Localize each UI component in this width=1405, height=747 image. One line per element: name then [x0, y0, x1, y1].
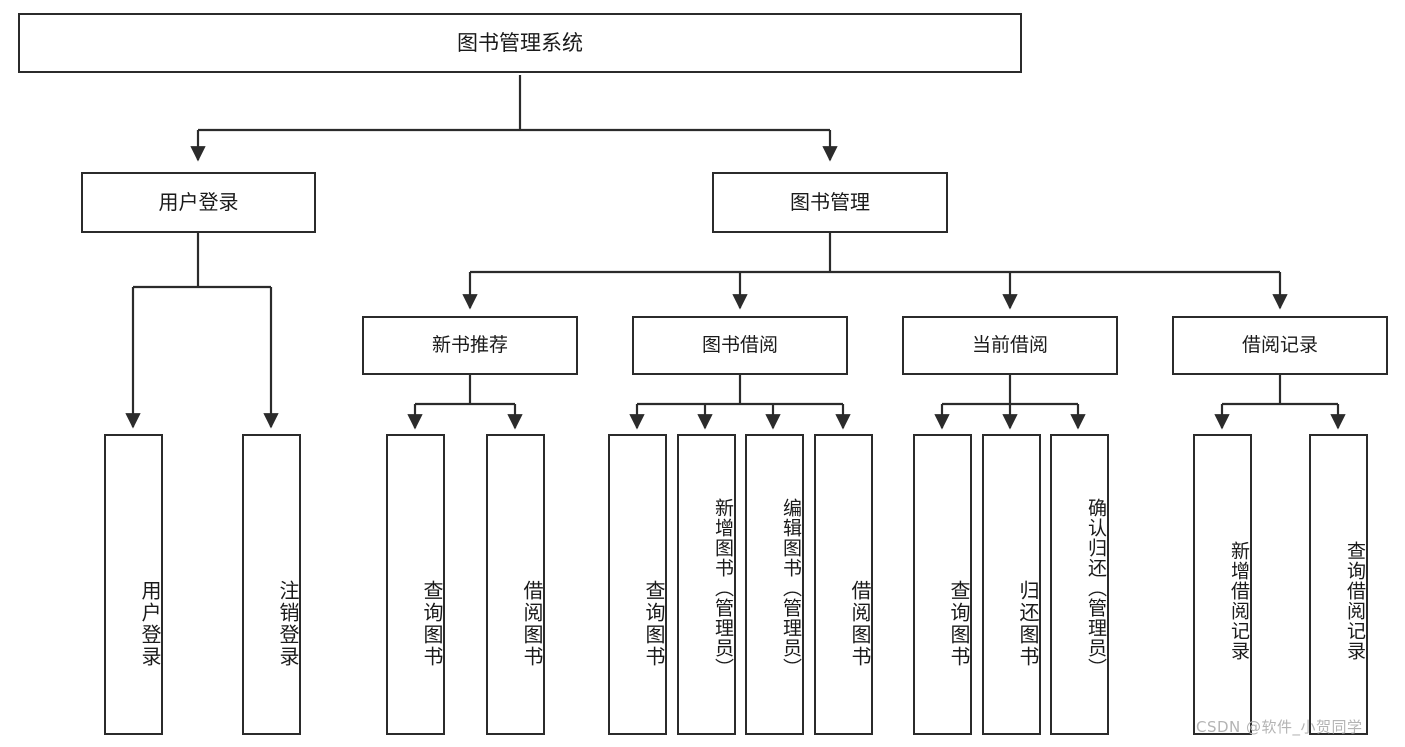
leaf-confirm-return[interactable]: 确认归还（管理员）: [1050, 434, 1109, 735]
leaf-query-book-3[interactable]: 查询图书: [913, 434, 972, 735]
leaf-edit-book[interactable]: 编辑图书（管理员）: [745, 434, 804, 735]
leaf-borrow-book-2[interactable]: 借阅图书: [814, 434, 873, 735]
leaf-logout[interactable]: 注销登录: [242, 434, 301, 735]
node-root[interactable]: 图书管理系统: [18, 13, 1022, 73]
leaf-query-book-2[interactable]: 查询图书: [608, 434, 667, 735]
leaf-add-record[interactable]: 新增借阅记录: [1193, 434, 1252, 735]
leaf-borrow-book-1[interactable]: 借阅图书: [486, 434, 545, 735]
csdn-watermark: CSDN @软件_小贺同学: [1196, 718, 1363, 736]
node-book-borrow[interactable]: 图书借阅: [632, 316, 848, 375]
leaf-add-book[interactable]: 新增图书（管理员）: [677, 434, 736, 735]
node-user-login[interactable]: 用户登录: [81, 172, 316, 233]
node-book-manage[interactable]: 图书管理: [712, 172, 948, 233]
node-current-borrow[interactable]: 当前借阅: [902, 316, 1118, 375]
node-new-book-recommend[interactable]: 新书推荐: [362, 316, 578, 375]
leaf-user-login[interactable]: 用户登录: [104, 434, 163, 735]
leaf-query-record[interactable]: 查询借阅记录: [1309, 434, 1368, 735]
leaf-return-book[interactable]: 归还图书: [982, 434, 1041, 735]
node-borrow-record[interactable]: 借阅记录: [1172, 316, 1388, 375]
leaf-query-book-1[interactable]: 查询图书: [386, 434, 445, 735]
